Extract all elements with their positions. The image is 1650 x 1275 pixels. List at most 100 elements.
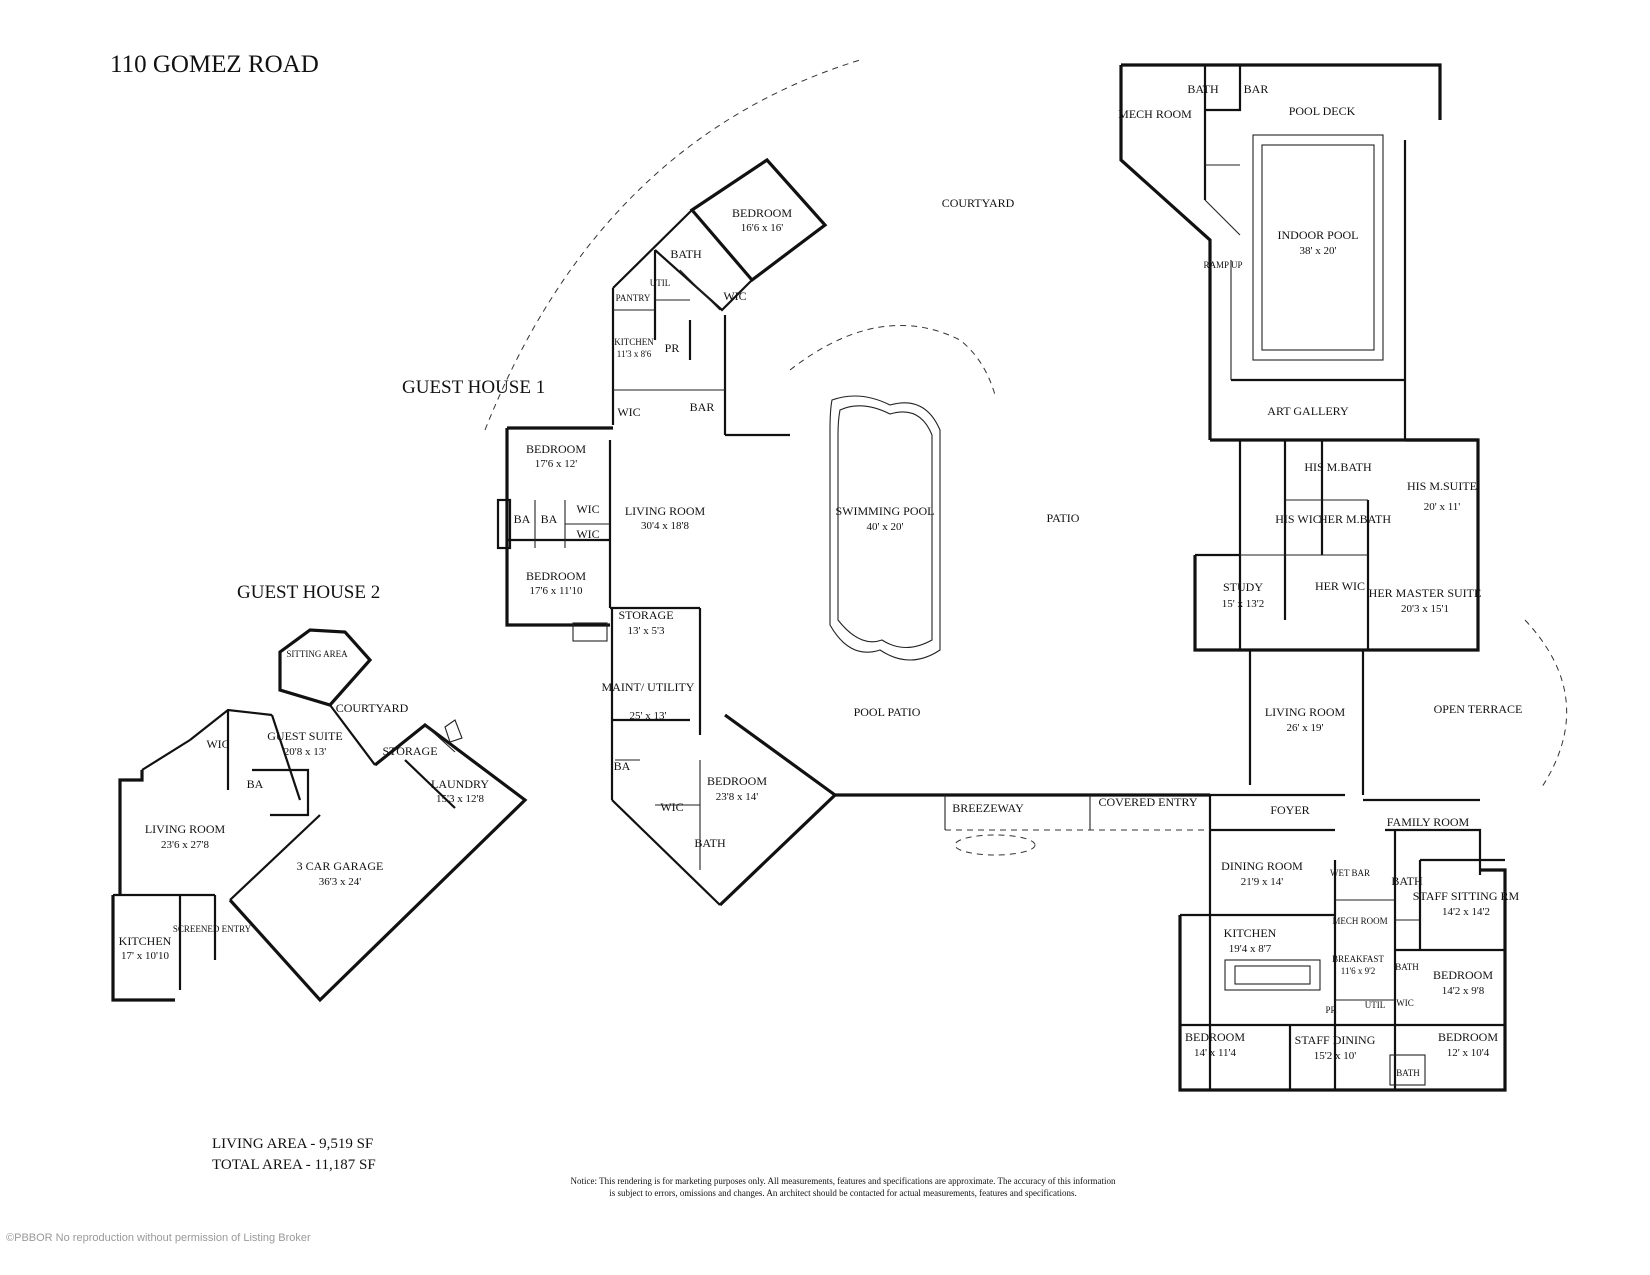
room-staff-dining-dims: 15'2 x 10' [1314,1050,1356,1062]
room-gh1-pr: PR [665,341,680,355]
room-gh1-bedroom-s: BEDROOM [707,774,767,788]
room-gh1-bedroom-ne: BEDROOM [732,206,792,220]
room-pool-patio: POOL PATIO [854,705,921,719]
room-pool-deck: POOL DECK [1289,104,1356,118]
room-wic-main: WIC [1396,998,1414,1008]
room-staff-dining: STAFF DINING [1295,1033,1376,1047]
room-bedroom-se: BEDROOM [1433,968,1493,982]
main-house [1178,438,1507,1092]
room-breezeway: BREEZEWAY [952,801,1024,815]
living-area-total: LIVING AREA - 9,519 SF [212,1136,373,1152]
room-bath-se: BATH [1395,962,1419,972]
room-gh2-sitting: SITTING AREA [286,649,348,659]
room-gh1-pantry: PANTRY [616,293,651,303]
room-gh2-laundry: LAUNDRY [431,777,489,791]
room-her-master: HER MASTER SUITE [1369,586,1482,600]
room-dining-room-dims: 21'9 x 14' [1241,876,1283,888]
room-bedroom-s2: BEDROOM [1438,1030,1498,1044]
room-breakfast: BREAKFAST [1332,954,1384,964]
room-gh1-living: LIVING ROOM [625,504,706,518]
room-gh1-bedroom-s-dims: 23'8 x 14' [716,791,758,803]
total-area: TOTAL AREA - 11,187 SF [212,1157,376,1173]
room-gh2-storage: STORAGE [382,744,437,758]
room-his-wic: HIS WIC [1275,512,1320,526]
room-her-master-dims: 20'3 x 15'1 [1401,603,1449,615]
room-wet-bar: WET BAR [1330,868,1370,878]
room-gh2-ba: BA [247,777,264,791]
room-gh1-wic-s: WIC [660,800,683,814]
room-mech-room-s: MECH ROOM [1332,916,1387,926]
terrace-arc [1524,619,1568,791]
room-pr-main: PR [1325,1005,1336,1015]
room-gh1-ba2: BA [541,512,558,526]
room-gh1-bedroom-w1-dims: 17'6 x 12' [535,458,577,470]
room-gh2-living-dims: 23'6 x 27'8 [161,839,209,851]
pool-courtyard-arc [789,324,996,396]
room-gh2-courtyard: COURTYARD [336,701,409,715]
room-kitchen-main-dims: 19'4 x 8'7 [1229,943,1272,955]
room-gh2-living: LIVING ROOM [145,822,226,836]
guest-house-1-heading: GUEST HOUSE 1 [402,377,545,398]
room-gh2-guest-suite: GUEST SUITE [267,729,342,743]
room-family-room: FAMILY ROOM [1387,815,1470,829]
watermark: ©PBBOR No reproduction without permissio… [6,1232,311,1244]
room-gh2-kitchen: KITCHEN [119,934,172,948]
room-his-msuite-dims: 20' x 11' [1424,501,1461,513]
notice-line-2: is subject to errors, omissions and chan… [609,1188,1077,1198]
room-gh1-bath-s: BATH [694,836,726,850]
room-her-mbath: HER M.BATH [1319,512,1391,526]
room-bedroom-sw: BEDROOM [1185,1030,1245,1044]
room-util-main: UTIL [1365,1000,1386,1010]
room-gh2-guest-suite-dims: 20'8 x 13' [284,746,326,758]
breezeway-structure [944,795,1210,856]
room-gh1-bedroom-w2-dims: 17'6 x 11'10 [529,585,583,597]
room-gh1-bedroom-w1: BEDROOM [526,442,586,456]
room-living-main-dims: 26' x 19' [1287,722,1324,734]
room-bath-pool: BATH [1187,82,1219,96]
room-bedroom-se-dims: 14'2 x 9'8 [1442,985,1485,997]
room-gh2-wic: WIC [206,737,229,751]
room-kitchen-main: KITCHEN [1224,926,1277,940]
guest-house-2-heading: GUEST HOUSE 2 [237,582,380,603]
room-staff-sitting-dims: 14'2 x 14'2 [1442,906,1490,918]
room-gh1-wic-n: WIC [617,405,640,419]
room-gh2-kitchen-dims: 17' x 10'10 [121,950,169,962]
room-gh1-ba3: BA [614,759,631,773]
room-mech-room-n: MECH ROOM [1118,107,1192,121]
room-gh1-bath: BATH [670,247,702,261]
room-labels: MECH ROOM BATH BAR POOL DECK INDOOR POOL… [119,82,1523,1078]
room-bar-pool: BAR [1244,82,1269,96]
room-gh1-storage: STORAGE [618,608,673,622]
indoor-pool-wing [1119,63,1442,440]
room-art-gallery: ART GALLERY [1267,404,1349,418]
room-gh2-laundry-dims: 15'3 x 12'8 [436,793,484,805]
room-bath-staff: BATH [1391,874,1423,888]
room-study: STUDY [1223,580,1263,594]
room-covered-entry: COVERED ENTRY [1099,795,1198,809]
room-gh1-bar: BAR [690,400,715,414]
swimming-pool-shape [829,395,941,661]
room-gh1-wic-a: WIC [576,502,599,516]
room-gh2-garage: 3 CAR GARAGE [297,859,384,873]
room-swimming-pool-dims: 40' x 20' [867,521,904,533]
plan-title: 110 GOMEZ ROAD [110,51,319,78]
guest-house-2 [111,628,528,1003]
room-gh1-bedroom-w2: BEDROOM [526,569,586,583]
room-bedroom-sw-dims: 14' x 11'4 [1194,1047,1237,1059]
room-staff-sitting: STAFF SITTING RM [1413,889,1520,903]
courtyard-arc-north [484,59,861,431]
room-gh1-bedroom-ne-dims: 16'6 x 16' [741,222,783,234]
room-dining-room: DINING ROOM [1221,859,1303,873]
room-gh1-storage-dims: 13' x 5'3 [628,625,665,637]
guest-house-1 [496,157,1210,907]
room-gh1-kitchen-dims: 11'3 x 8'6 [617,349,652,359]
room-open-terrace: OPEN TERRACE [1434,702,1523,716]
room-his-mbath: HIS M.BATH [1304,460,1372,474]
room-gh1-util: UTIL [650,278,671,288]
room-her-wic: HER WIC [1315,579,1365,593]
room-gh2-screened: SCREENED ENTRY [173,924,252,934]
room-bedroom-s2-dims: 12' x 10'4 [1447,1047,1490,1059]
room-living-main: LIVING ROOM [1265,705,1346,719]
notice-line-1: Notice: This rendering is for marketing … [571,1176,1116,1186]
room-ramp-up: RAMP UP [1204,260,1243,270]
